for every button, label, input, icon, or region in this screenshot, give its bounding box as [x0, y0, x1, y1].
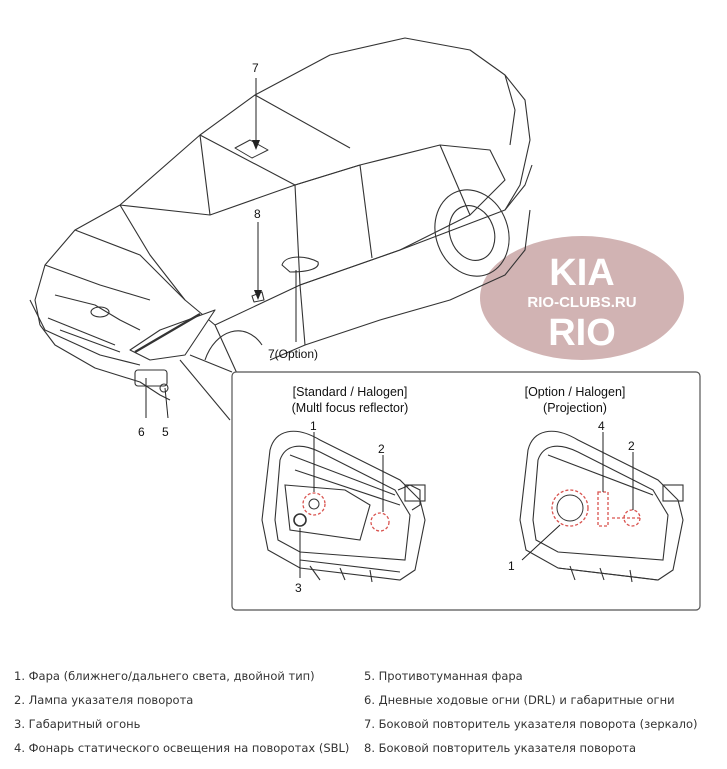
callout-2-standard: 2	[378, 442, 385, 456]
callout-1-projection: 1	[508, 559, 515, 573]
callout-5: 5	[162, 425, 169, 439]
callout-4-projection: 4	[598, 419, 605, 433]
watermark-line3: RIO	[548, 312, 616, 354]
legend-item: 5. Противотуманная фара	[364, 669, 523, 683]
legend: 1. Фара (ближнего/дальнего света, двойно…	[0, 664, 727, 764]
legend-item: 7. Боковой повторитель указателя поворот…	[364, 717, 698, 731]
headlamp-projection	[519, 430, 684, 583]
callout-8: 8	[254, 207, 261, 221]
lighting-diagram: KIA RIO-CLUBS.RU RIO	[29, 37, 701, 611]
legend-item: 1. Фара (ближнего/дальнего света, двойно…	[14, 669, 315, 683]
callout-6: 6	[138, 425, 145, 439]
standard-leaders	[299, 432, 384, 578]
legend-item: 3. Габаритный огонь	[14, 717, 141, 731]
projection-leaders	[521, 432, 634, 561]
legend-right-column: 5. Противотуманная фара 6. Дневные ходов…	[364, 664, 724, 760]
panel-standard-title: [Standard / Halogen]	[293, 385, 408, 399]
watermark-logo: KIA RIO-CLUBS.RU RIO	[480, 236, 684, 360]
callout-3-standard: 3	[295, 581, 302, 595]
watermark-line2: RIO-CLUBS.RU	[527, 294, 636, 311]
callout-7: 7	[252, 61, 259, 75]
callout-1-standard: 1	[310, 419, 317, 433]
car-outline	[29, 37, 533, 421]
legend-item: 6. Дневные ходовые огни (DRL) и габаритн…	[364, 693, 675, 707]
leader-lines	[145, 78, 297, 419]
legend-item: 8. Боковой повторитель указателя поворот…	[364, 741, 636, 755]
watermark-line1: KIA	[549, 252, 614, 294]
legend-item: 2. Лампа указателя поворота	[14, 693, 194, 707]
panel-option-subtitle: (Projection)	[543, 401, 607, 415]
callout-7-option: 7(Option)	[268, 347, 318, 361]
detail-panel	[231, 371, 701, 611]
panel-standard-subtitle: (Multl focus reflector)	[292, 401, 409, 415]
legend-item: 4. Фонарь статического освещения на пово…	[14, 741, 350, 755]
panel-option-title: [Option / Halogen]	[525, 385, 626, 399]
callout-2-projection: 2	[628, 439, 635, 453]
legend-left-column: 1. Фара (ближнего/дальнего света, двойно…	[14, 664, 354, 760]
